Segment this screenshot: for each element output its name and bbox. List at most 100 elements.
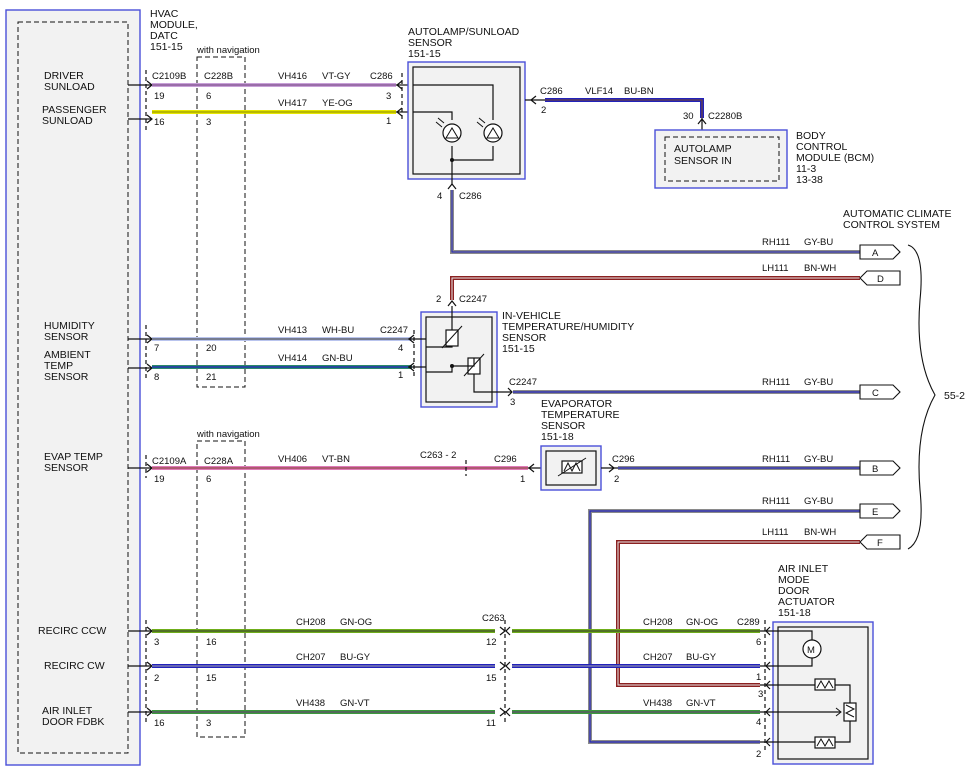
- flag-e[interactable]: [859, 503, 901, 519]
- in-vehicle-temp-humidity-sensor: IN-VEHICLE TEMPERATURE/HUMIDITY SENSOR 1…: [420, 306, 634, 408]
- connector-c228a-label: C228A: [204, 456, 234, 467]
- evap-temp-label-2: SENSOR: [44, 462, 89, 474]
- potentiometer-zigzag: [844, 704, 856, 718]
- recirc-ccw-label: RECIRC CCW: [38, 625, 106, 637]
- resistor-bottom-wire-r: [835, 721, 851, 743]
- pin-30: 30: [683, 111, 694, 122]
- wire-ch208-a-id: CH208: [296, 617, 326, 628]
- photodiode-2-icon: [483, 123, 503, 143]
- air-inlet-fdbk-label-2: DOOR FDBK: [42, 716, 104, 728]
- connector-c2247-label-c: C2247: [509, 377, 537, 388]
- pin-2-c286: 2: [541, 105, 546, 116]
- wire-lh111-f-color: BN-WH: [804, 527, 836, 538]
- flag-f[interactable]: [859, 534, 901, 550]
- driver-sunload-label-2: SUNLOAD: [44, 81, 95, 93]
- autolamp-title-3: 151-15: [408, 48, 441, 60]
- system-ref: 55-2: [944, 390, 965, 402]
- evapsensor-inner: [545, 450, 597, 486]
- invehicle-box: [420, 311, 498, 408]
- c2247-top-pin: [447, 300, 457, 307]
- motor-icon-glyph: M: [807, 645, 815, 656]
- passenger-sunload-label-1: PASSENGER: [42, 104, 107, 116]
- pin-8: 8: [154, 372, 159, 383]
- autolamp-inner: [412, 66, 521, 175]
- invehicle-splice-dot: [450, 364, 454, 368]
- evapsensor-title-1: EVAPORATOR: [541, 398, 613, 410]
- c263-pin-arrows: [499, 626, 511, 717]
- bcm-title-2: CONTROL: [796, 141, 847, 153]
- pin-2-c289: 2: [756, 749, 761, 760]
- autolamp-title-1: AUTOLAMP/SUNLOAD: [408, 26, 520, 38]
- pin-3-top: 3: [206, 117, 211, 128]
- nav-label-top: with navigation: [196, 45, 260, 56]
- motor-icon: [802, 639, 822, 659]
- wire-vh416-id: VH416: [278, 71, 307, 82]
- resistor-top-zigzag: [816, 679, 834, 690]
- flag-a[interactable]: [859, 244, 901, 260]
- pin-6-evap: 6: [206, 474, 211, 485]
- system-title-1: AUTOMATIC CLIMATE: [843, 208, 952, 220]
- wire-rh111-a-color: GY-BU: [804, 237, 833, 248]
- pin-4-c286: 4: [437, 191, 442, 202]
- bcm-box: [654, 129, 788, 189]
- hvac-title-3: DATC: [150, 30, 178, 42]
- resistor-top-wire-r: [835, 684, 851, 703]
- connector-c286-label-b: C286: [540, 86, 563, 97]
- wire-vh414-color: GN-BU: [322, 353, 353, 364]
- pin-3-c2247: 3: [510, 397, 515, 408]
- light-rays-icon: [435, 117, 486, 128]
- wire-rh111-e-id: RH111: [762, 496, 790, 507]
- pin-2-c296: 2: [614, 474, 619, 485]
- flag-e-label: E: [872, 507, 878, 518]
- invehicle-inner: [425, 316, 493, 403]
- motor-wire-1: [778, 630, 813, 640]
- air-inlet-mode-door-actuator: AIR INLET MODE DOOR ACTUATOR 151-18 M: [760, 563, 874, 765]
- wire-ch208-b-color: GN-OG: [686, 617, 718, 628]
- bcm-title-3: MODULE (BCM): [796, 152, 874, 164]
- autolamp-sunload-sensor: AUTOLAMP/SUNLOAD SENSOR 151-15: [407, 26, 526, 184]
- flags: A D C B E F: [859, 244, 901, 550]
- pin-4-c2247: 4: [398, 343, 403, 354]
- wire-rh111-b-id: RH111: [762, 454, 790, 465]
- pin-11-c263: 11: [486, 718, 496, 729]
- wire-vh406-id: VH406: [278, 454, 307, 465]
- invehicle-title-1: IN-VEHICLE: [502, 310, 561, 322]
- wire-vh414-id: VH414: [278, 353, 307, 364]
- connector-c2109b-label: C2109B: [152, 71, 186, 82]
- pin-16-fdbk: 16: [154, 718, 165, 729]
- pin-19-evap: 19: [154, 474, 165, 485]
- wire-lh111-d-id: LH111: [762, 263, 789, 274]
- flag-b[interactable]: [859, 460, 901, 476]
- invehicle-wire-out: [473, 374, 512, 393]
- hvac-title-4: 151-15: [150, 41, 183, 53]
- flag-d-label: D: [877, 274, 884, 285]
- pin-2-c2247: 2: [436, 294, 441, 305]
- ambient-temp-label-3: SENSOR: [44, 371, 89, 383]
- bcm-title-4: 11-3: [796, 163, 816, 175]
- ambient-temp-label-1: AMBIENT: [44, 349, 91, 361]
- flag-c[interactable]: [859, 384, 901, 400]
- pin-2-cw: 2: [154, 673, 159, 684]
- pin-3-ccw: 3: [154, 637, 159, 648]
- pin-4-c289: 4: [756, 717, 761, 728]
- autolamp-pin-arrows: [396, 80, 408, 117]
- flag-a-label: A: [872, 248, 879, 259]
- motor-wire-2: [778, 658, 813, 667]
- connector-c2247-label-a: C2247: [459, 294, 487, 305]
- photodiode-2-symbol: [486, 127, 500, 139]
- flag-d[interactable]: [859, 270, 901, 286]
- evap-thermistor-arrow: [557, 457, 587, 477]
- navigation-connector-box-bottom: [196, 440, 246, 738]
- evapsensor-title-2: TEMPERATURE: [541, 409, 620, 421]
- wire-ch207-a-id: CH207: [296, 652, 326, 663]
- hvac-module-inner: [17, 21, 129, 754]
- hvac-module-box: [5, 9, 141, 766]
- evaporator-temp-sensor: EVAPORATOR TEMPERATURE SENSOR 151-18: [540, 398, 620, 491]
- connector-c289-label: C289: [737, 617, 760, 628]
- invehicle-title-3: SENSOR: [502, 332, 547, 344]
- pin-16-top: 16: [154, 117, 165, 128]
- pin-19-top: 19: [154, 91, 165, 102]
- pin-15-cw: 15: [206, 673, 217, 684]
- pin-1-c296: 1: [520, 474, 525, 485]
